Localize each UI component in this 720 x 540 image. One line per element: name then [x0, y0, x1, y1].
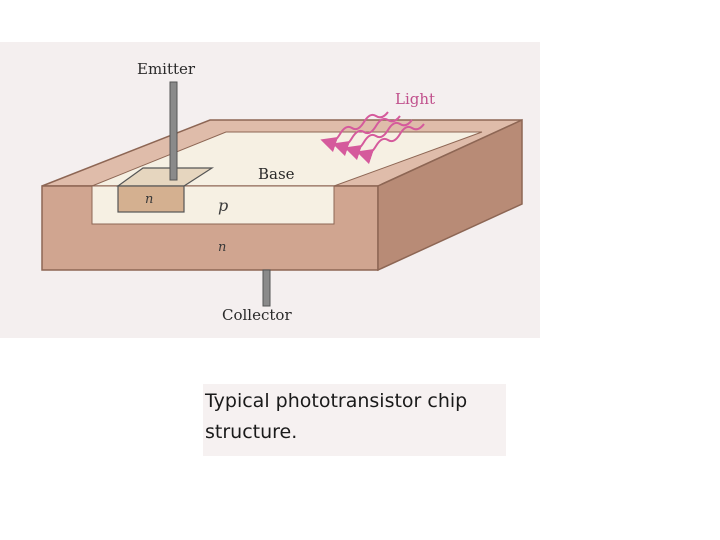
collector-n-label: n	[218, 240, 226, 255]
chip-side-face	[377, 118, 523, 272]
emitter-n-region	[117, 185, 185, 213]
light-rays	[320, 111, 425, 165]
light-ray	[344, 119, 413, 161]
light-ray	[332, 115, 401, 157]
collector-label: Collector	[222, 306, 292, 324]
emitter-label: Emitter	[137, 60, 196, 78]
p-region-label: p	[218, 196, 228, 215]
emitter-n-label: n	[145, 192, 153, 207]
light-label: Light	[395, 90, 435, 108]
light-ray	[320, 111, 389, 153]
base-label: Base	[258, 165, 295, 183]
emitter-lead	[169, 81, 178, 181]
caption: Typical phototransistor chip structure.	[203, 384, 506, 456]
light-ray	[356, 123, 425, 165]
collector-lead	[262, 269, 271, 307]
